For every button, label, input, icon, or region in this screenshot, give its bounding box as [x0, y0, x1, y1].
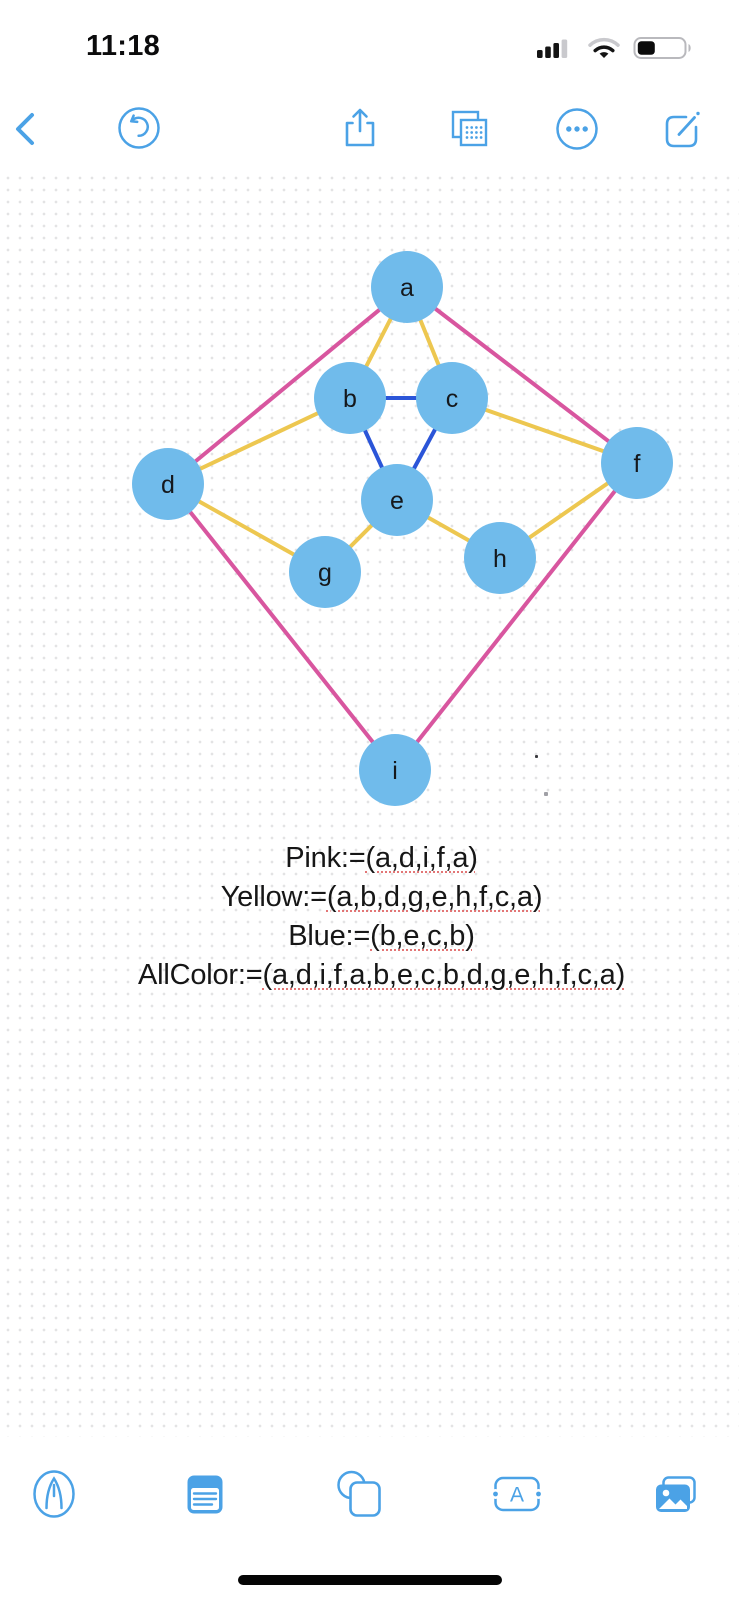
node-g-label: g — [318, 559, 332, 587]
compose-button[interactable] — [659, 106, 705, 152]
node-e[interactable] — [361, 464, 433, 536]
cycle-legend-text[interactable]: Pink:=(a,d,i,f,a) Yellow:=(a,b,d,g,e,h,f… — [12, 839, 739, 995]
node-d[interactable] — [132, 448, 204, 520]
drawing-canvas[interactable] — [0, 170, 739, 1437]
node-e-label: e — [390, 487, 404, 515]
stray-mark — [535, 755, 538, 758]
node-b-label: b — [343, 385, 357, 413]
node-a[interactable] — [371, 251, 443, 323]
photos-button[interactable] — [650, 1472, 702, 1518]
ellipsis-circle-icon — [556, 108, 598, 150]
legend-line-pink: Pink:=(a,d,i,f,a) — [285, 842, 478, 874]
note-button[interactable] — [183, 1471, 227, 1517]
node-a-label: a — [400, 274, 414, 302]
edge-a-d[interactable] — [166, 285, 409, 486]
node-c-label: c — [446, 385, 459, 413]
more-button[interactable] — [554, 106, 600, 152]
legend-line-yellow: Yellow:=(a,b,d,g,e,h,f,c,a) — [220, 881, 543, 913]
node-f[interactable] — [601, 427, 673, 499]
node-i[interactable] — [359, 734, 431, 806]
edge-d-i[interactable] — [166, 482, 397, 772]
battery-icon — [633, 37, 691, 59]
node-h[interactable] — [464, 522, 536, 594]
chevron-left-icon — [16, 113, 34, 145]
node-c[interactable] — [416, 362, 488, 434]
node-d-label: d — [161, 471, 175, 499]
photos-icon — [656, 1476, 696, 1512]
shapes-button[interactable] — [334, 1469, 382, 1519]
undo-icon — [118, 107, 160, 149]
wifi-icon — [588, 37, 620, 58]
node-b[interactable] — [314, 362, 386, 434]
legend-line-blue: Blue:=(b,e,c,b) — [288, 920, 475, 952]
note-card-icon — [187, 1475, 223, 1514]
pages-button[interactable] — [446, 105, 494, 153]
pen-tool-button[interactable] — [30, 1468, 78, 1520]
text-box-icon: A — [490, 1476, 544, 1512]
stray-mark — [544, 792, 548, 796]
pen-nib-icon — [33, 1470, 75, 1518]
legend-line-allcolor: AllColor:=(a,d,i,f,a,b,e,c,b,d,g,e,h,f,c… — [137, 959, 626, 991]
svg-text:A: A — [510, 1484, 524, 1507]
compose-icon — [665, 111, 700, 148]
back-button[interactable] — [9, 106, 43, 152]
text-button[interactable]: A — [490, 1472, 544, 1516]
share-icon — [345, 108, 375, 147]
node-h-label: h — [493, 545, 507, 573]
node-i-label: i — [392, 757, 398, 785]
node-f-label: f — [634, 450, 641, 478]
edge-a-f[interactable] — [405, 285, 639, 465]
share-button[interactable] — [338, 104, 382, 152]
cellular-signal-icon — [537, 39, 568, 58]
pages-grid-icon — [451, 110, 488, 147]
undo-button[interactable] — [116, 105, 162, 151]
clock: 11:18 — [86, 30, 161, 62]
home-indicator[interactable] — [238, 1575, 502, 1585]
shapes-icon — [337, 1470, 381, 1517]
edge-i-f[interactable] — [393, 461, 639, 772]
node-g[interactable] — [289, 536, 361, 608]
